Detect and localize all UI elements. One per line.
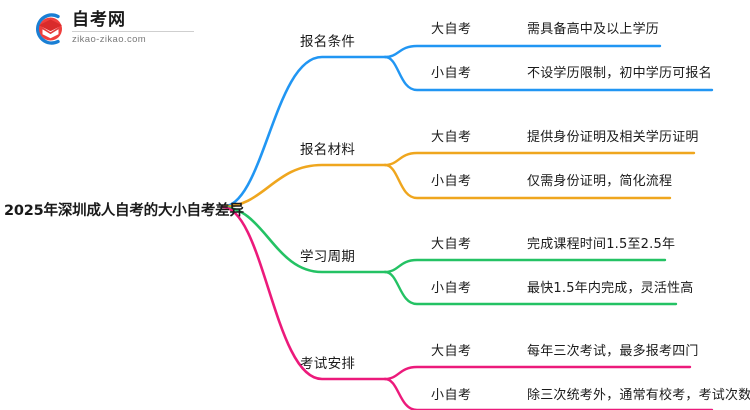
mindmap-detail-label-1-1: 需具备高中及以上学历: [527, 22, 660, 37]
branch-connector-4: [220, 205, 387, 381]
site-logo: 自考网 zikao-zikao.com: [28, 8, 208, 50]
mindmap-root-label: 2025年深圳成人自考的大小自考差异: [4, 203, 244, 219]
logo-domain: zikao-zikao.com: [72, 34, 147, 45]
mindmap-detail-label-4-2: 除三次统考外，通常有校考，考试次数多: [527, 388, 750, 403]
mindmap-topic-label-1: 报名条件: [300, 34, 356, 50]
leaf-connector-3-1: [383, 258, 667, 274]
mindmap-topic-label-2: 报名材料: [300, 142, 356, 158]
branch-connector-2: [220, 163, 387, 209]
mindmap-detail-label-3-1: 完成课程时间1.5至2.5年: [527, 237, 676, 252]
mindmap-kind-label-1-2: 小自考: [431, 66, 472, 81]
mindmap-detail-label-2-2: 仅需身份证明，简化流程: [527, 174, 673, 189]
leaf-connector-1-1: [383, 44, 662, 59]
mindmap-detail-label-4-1: 每年三次考试，最多报考四门: [527, 344, 699, 359]
mindmap-kind-label-4-1: 大自考: [431, 344, 472, 359]
mindmap-kind-label-3-2: 小自考: [431, 281, 472, 296]
leaf-connector-4-1: [383, 365, 692, 381]
branch-connector-3: [220, 205, 387, 274]
mindmap-topic-label-4: 考试安排: [300, 356, 356, 372]
leaf-connector-2-2: [383, 163, 672, 200]
branch-connector-1: [220, 55, 387, 209]
graduation-cap-in-circle-logo-icon: [28, 10, 68, 48]
mindmap-kind-label-2-1: 大自考: [431, 130, 472, 145]
mindmap-detail-label-3-2: 最快1.5年内完成，灵活性高: [527, 281, 694, 296]
leaf-connector-1-2: [383, 55, 714, 92]
mindmap-kind-label-3-1: 大自考: [431, 237, 472, 252]
leaf-connector-3-2: [383, 270, 678, 306]
mindmap-kind-label-2-2: 小自考: [431, 174, 472, 189]
logo-text-block: 自考网 zikao-zikao.com: [72, 10, 202, 45]
mindmap-detail-label-2-1: 提供身份证明及相关学历证明: [527, 130, 699, 145]
mindmap-kind-label-1-1: 大自考: [431, 22, 472, 37]
mindmap-detail-label-1-2: 不设学历限制，初中学历可报名: [527, 66, 712, 81]
mindmap-topic-label-3: 学习周期: [300, 249, 356, 265]
mindmap-kind-label-4-2: 小自考: [431, 388, 472, 403]
logo-divider: [72, 31, 194, 32]
leaf-connector-2-1: [383, 151, 696, 167]
logo-title: 自考网: [72, 10, 126, 30]
